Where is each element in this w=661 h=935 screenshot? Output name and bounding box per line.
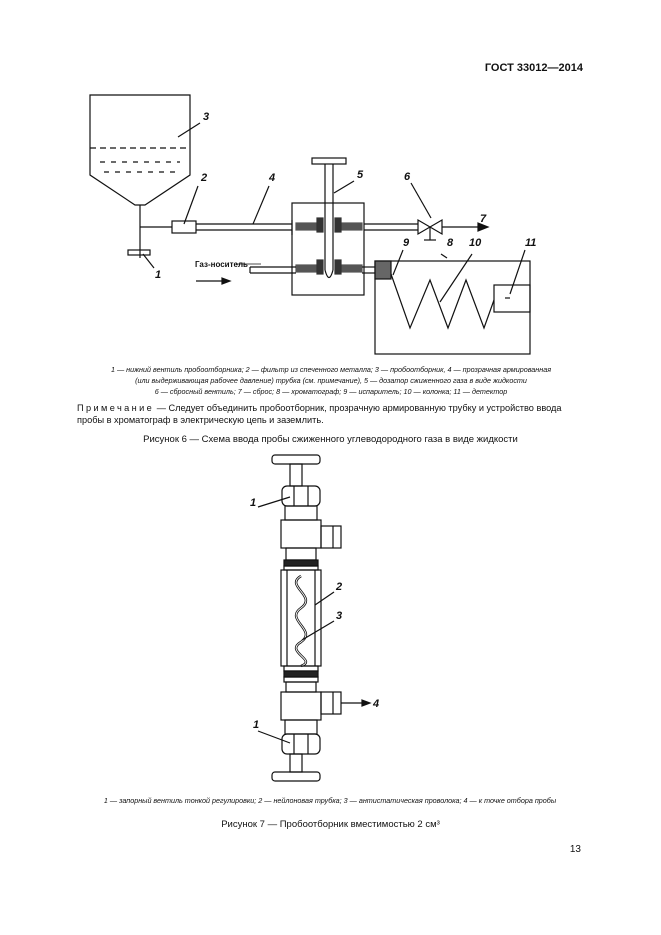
- figure-7-legend: 1 — запорный вентиль тонкой регулировки;…: [103, 796, 557, 805]
- note-heading: Примечание: [77, 403, 155, 413]
- detector: [493, 284, 531, 313]
- label-7: 7: [480, 213, 487, 225]
- label-4: 4: [268, 172, 275, 184]
- label-8: 8: [447, 237, 454, 249]
- document-code: ГОСТ 33012—2014: [484, 62, 583, 74]
- figure-6-title: Рисунок 6 — Схема ввода пробы сжиженного…: [143, 434, 518, 445]
- label-3: 3: [336, 610, 342, 622]
- lower-valve: [127, 249, 151, 256]
- filter: [171, 220, 197, 234]
- column: [390, 273, 495, 330]
- label-9: 9: [403, 237, 410, 249]
- chromatograph: [374, 260, 531, 355]
- figure-6-legend-line2: (или выдерживающая рабочее давление) тру…: [135, 376, 527, 385]
- label-2: 2: [200, 172, 207, 184]
- label-2: 2: [335, 581, 342, 593]
- label-6: 6: [404, 171, 411, 183]
- dosing-block: [291, 202, 365, 296]
- label-11: 11: [525, 237, 536, 249]
- relief-valve: [417, 218, 443, 236]
- figure-6-legend-line3: 6 — сбросный вентиль; 7 — сброс; 8 — хро…: [154, 387, 508, 396]
- label-3: 3: [203, 111, 209, 123]
- label-5: 5: [357, 169, 364, 181]
- note-body: — Следует объединить пробоотборник, проз…: [77, 403, 562, 425]
- label-1-top: 1: [250, 497, 256, 509]
- figure-6-diagram: 3 2 4 5 6 7 9 8 10 11 1 Газ-носитель: [89, 94, 536, 355]
- antistatic-wire: [294, 574, 308, 668]
- label-1: 1: [155, 269, 161, 281]
- label-1-bottom: 1: [253, 719, 259, 731]
- label-4: 4: [372, 698, 379, 710]
- carrier-gas-label: Газ-носитель: [195, 260, 248, 269]
- sampler-vessel: [89, 94, 191, 206]
- page-number: 13: [569, 844, 581, 855]
- figure-7-title: Рисунок 7 — Пробоотборник вместимостью 2…: [221, 819, 440, 830]
- figure-6-note: Примечание — Следует объединить пробоотб…: [77, 402, 585, 426]
- evaporator: [374, 260, 392, 280]
- label-10: 10: [469, 237, 482, 249]
- figure-7-diagram: 1 1 2 3 4: [250, 454, 379, 782]
- figure-6-legend-line1: 1 — нижний вентиль пробоотборника; 2 — ф…: [110, 365, 552, 374]
